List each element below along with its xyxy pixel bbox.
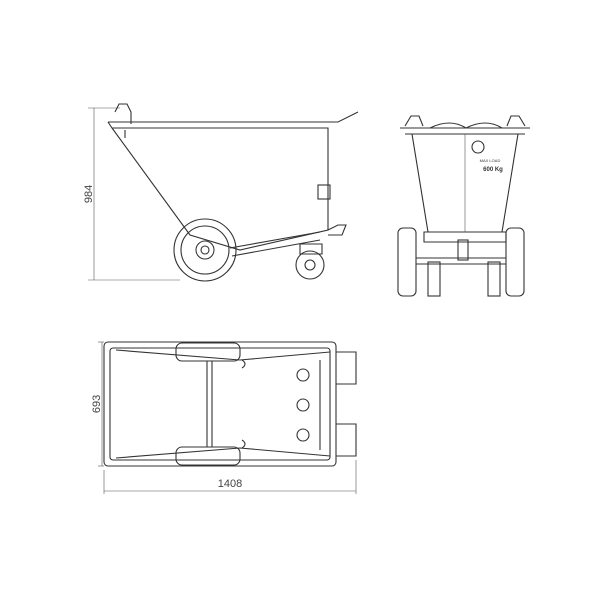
load-label: MAX LOAD	[480, 158, 501, 163]
left-wheel	[397, 227, 417, 297]
length-dimension: 1408	[218, 478, 242, 490]
logo-circle	[471, 140, 485, 154]
top-wheel	[175, 342, 241, 362]
caster-wheel	[295, 250, 325, 280]
wheel	[173, 218, 237, 282]
right-wheel	[505, 227, 525, 297]
depth-dimension: 693	[91, 395, 103, 413]
top-view: 693 1408	[91, 341, 357, 494]
bottom-wheel	[175, 446, 241, 466]
height-dimension: 984	[83, 185, 95, 203]
load-value: 600 Kg	[483, 167, 503, 173]
front-view: MAX LOAD 600 Kg	[397, 115, 530, 297]
side-view: 984	[83, 103, 359, 282]
